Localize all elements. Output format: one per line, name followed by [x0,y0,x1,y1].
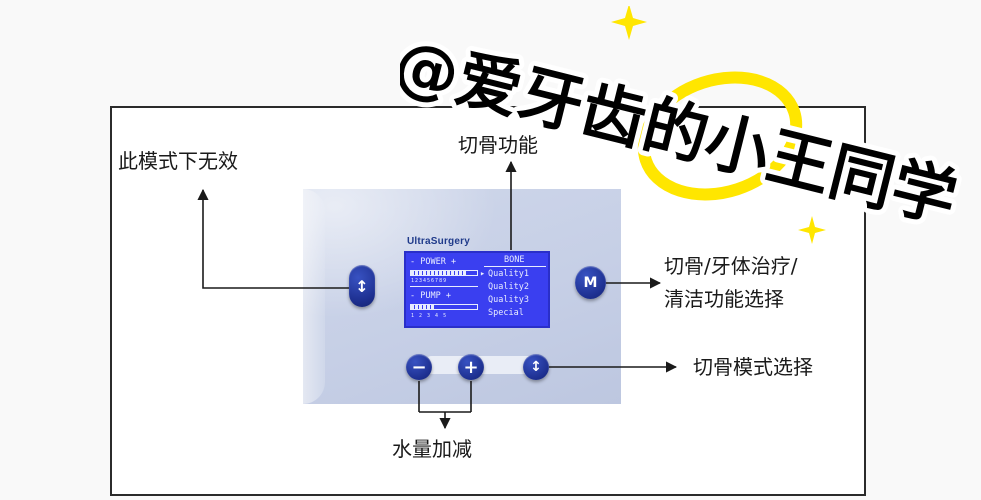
arrow-invalid-mode [197,188,349,289]
label-selection-line1: 切骨/牙体治疗/ [664,254,798,278]
brand-logo: UltraSurgery [407,236,470,247]
menu-item-quality3[interactable]: Quality3 [488,295,529,305]
label-bone-mode-selection: 切骨模式选择 [693,355,813,379]
water-minus-button[interactable]: − [406,354,432,380]
label-water-adjust: 水量加减 [392,437,472,461]
power-label: - POWER + [410,257,457,267]
label-selection-line2: 清洁功能选择 [664,287,784,311]
up-down-button-left[interactable]: ↕ [349,265,375,307]
menu-item-special[interactable]: Special [488,308,524,318]
power-bar-fill [411,271,468,275]
minus-icon: − [411,356,427,378]
menu-item-quality1[interactable]: Quality1 [488,269,529,279]
power-bar [410,270,478,276]
mode-title: BONE [504,255,525,265]
mode-title-underline [484,266,546,267]
sparkle-star-top-icon [611,6,647,40]
label-bone-cutting-function: 切骨功能 [458,133,538,157]
watermark-text: @爱牙齿的小王同学 [400,27,964,238]
sparkle-star-right-icon [798,216,826,244]
mode-button[interactable]: M [575,266,606,299]
pump-scale: 1 2 3 4 5 [411,313,448,319]
watermark: @爱牙齿的小王同学 @爱牙齿的小王同学 [400,6,969,244]
label-invalid-in-mode: 此模式下无效 [118,149,238,173]
menu-item-quality2[interactable]: Quality2 [488,282,529,292]
mode-button-label: M [583,274,598,291]
water-plus-button[interactable]: + [458,354,484,380]
lcd-screen: - POWER + 123456789 - PUMP + 1 2 3 4 5 B… [404,251,550,328]
plus-icon: + [463,356,479,378]
up-down-arrow-icon: ↕ [530,359,542,375]
bone-mode-button[interactable]: ↕ [523,354,549,380]
pump-bar [410,304,478,310]
power-scale: 123456789 [411,278,448,284]
pump-bar-fill [411,305,435,309]
pump-label: - PUMP + [410,291,451,301]
selection-cursor-icon: ▸ [480,269,486,279]
lcd-divider [410,286,478,287]
watermark-halo-ring [637,71,803,201]
up-down-arrow-icon: ↕ [355,276,369,296]
